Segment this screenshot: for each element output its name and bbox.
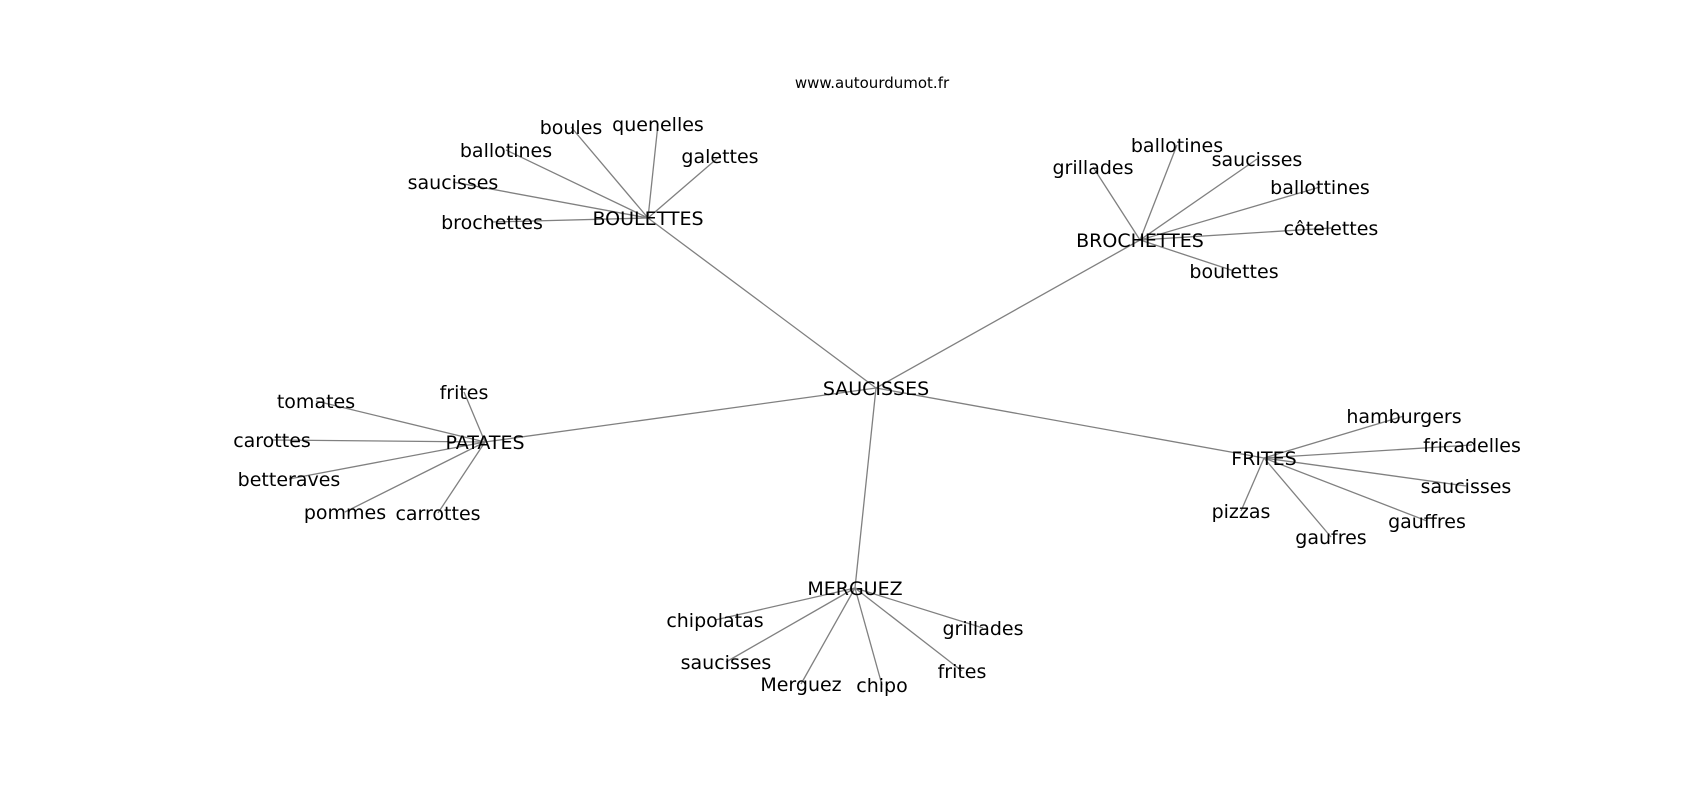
word-node-label: pizzas <box>1212 501 1271 523</box>
word-node-label: ballottines <box>1270 177 1370 199</box>
word-node-label: fricadelles <box>1423 435 1521 457</box>
hub-node-label: BOULETTES <box>592 208 703 230</box>
word-node-label: saucisses <box>408 172 499 194</box>
edge-hub-to-word <box>288 441 486 480</box>
word-node-label: quenelles <box>612 114 704 136</box>
edge-hub-to-word <box>800 587 856 685</box>
edge-hub-to-word <box>1139 227 1332 241</box>
edge-center-to-hub <box>875 387 1265 459</box>
edge-hub-to-word <box>491 217 649 223</box>
hub-node-label: PATATES <box>445 432 524 454</box>
edge-hub-to-word <box>1263 457 1467 487</box>
edge-hub-to-word <box>1139 158 1258 241</box>
edge-hub-to-word <box>570 126 649 219</box>
word-node-label: hamburgers <box>1346 406 1461 428</box>
hub-node-label: FRITES <box>1231 448 1296 470</box>
edge-hub-to-word <box>1263 457 1428 522</box>
word-node-label: carottes <box>233 430 311 452</box>
edge-center-to-hub <box>854 387 877 589</box>
center-node-label: SAUCISSES <box>823 378 929 400</box>
word-node-label: ballotines <box>1131 135 1223 157</box>
word-node-label: gaufres <box>1295 527 1366 549</box>
edges-layer <box>271 123 1473 686</box>
word-node-label: galettes <box>681 146 758 168</box>
word-node-label: carrottes <box>395 503 480 525</box>
word-node-label: chipolatas <box>666 610 763 632</box>
word-node-label: chipo <box>856 675 907 697</box>
word-node-label: ballotines <box>460 140 552 162</box>
edge-hub-to-word <box>647 123 659 219</box>
edge-center-to-hub <box>484 387 877 443</box>
edge-hub-to-word <box>505 149 649 219</box>
word-node-label: gauffres <box>1388 511 1466 533</box>
word-node-label: frites <box>440 382 489 404</box>
edge-hub-to-word <box>725 587 856 663</box>
edge-hub-to-word <box>1263 415 1405 459</box>
word-node-label: saucisses <box>1212 149 1303 171</box>
edge-hub-to-word <box>854 587 984 629</box>
word-node-label: côtelettes <box>1284 218 1379 240</box>
word-node-label: Merguez <box>760 674 841 696</box>
edge-hub-to-word <box>1139 186 1321 241</box>
edge-hub-to-word <box>1263 457 1332 538</box>
edge-hub-to-word <box>854 587 963 672</box>
word-node-label: saucisses <box>681 652 772 674</box>
labels-layer: SAUCISSES BOULETTES boules quenelles galette… <box>233 114 1521 697</box>
hub-node-label: BROCHETTES <box>1076 230 1204 252</box>
edge-hub-to-word <box>647 155 721 219</box>
word-node-label: grillades <box>942 618 1023 640</box>
edge-hub-to-word <box>271 439 486 443</box>
edge-hub-to-word <box>437 441 486 514</box>
edge-hub-to-word <box>1139 144 1178 241</box>
edge-center-to-hub <box>647 217 877 389</box>
word-node-label: saucisses <box>1421 476 1512 498</box>
word-node-label: brochettes <box>441 212 543 234</box>
edge-hub-to-word <box>1092 166 1141 241</box>
edge-hub-to-word <box>452 181 649 219</box>
edge-hub-to-word <box>315 400 486 443</box>
word-node-label: grillades <box>1052 157 1133 179</box>
edge-hub-to-word <box>1240 457 1265 512</box>
word-node-label: betteraves <box>238 469 341 491</box>
word-node-label: boules <box>540 117 603 139</box>
hub-node-label: MERGUEZ <box>807 578 902 600</box>
word-node-label: frites <box>938 661 987 683</box>
edge-hub-to-word <box>463 391 486 443</box>
edge-hub-to-word <box>714 587 856 621</box>
watermark: www.autourdumot.fr <box>795 74 950 92</box>
edge-hub-to-word <box>344 441 486 513</box>
edge-hub-to-word <box>854 587 883 686</box>
word-node-label: boulettes <box>1189 261 1278 283</box>
edge-center-to-hub <box>875 239 1141 389</box>
edge-hub-to-word <box>1263 444 1473 459</box>
word-node-label: tomates <box>277 391 355 413</box>
word-node-label: pommes <box>304 502 386 524</box>
edge-hub-to-word <box>1139 239 1235 272</box>
